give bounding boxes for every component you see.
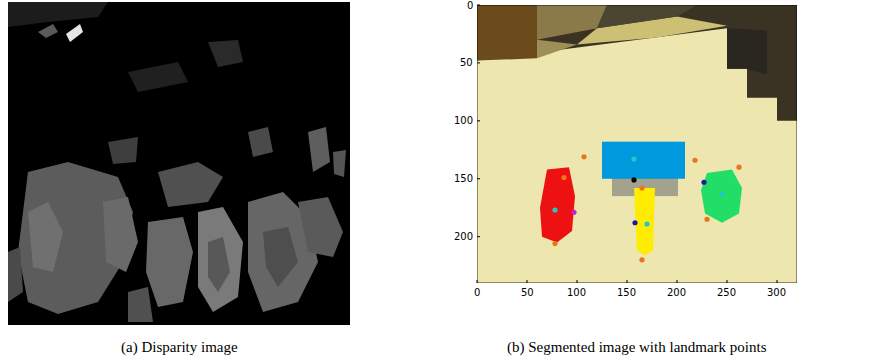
y-tick-label: 50	[460, 57, 473, 69]
tick-mark	[477, 5, 480, 6]
segmented-image	[477, 5, 797, 283]
x-tick-label: 150	[617, 287, 636, 299]
disparity-image	[8, 2, 350, 325]
tick-mark	[527, 280, 528, 283]
tick-mark	[777, 280, 778, 283]
tick-mark	[727, 280, 728, 283]
x-tick-label: 0	[474, 287, 480, 299]
tick-mark	[677, 280, 678, 283]
x-tick-label: 300	[767, 287, 786, 299]
tick-mark	[477, 178, 480, 179]
tick-mark	[577, 280, 578, 283]
x-tick-label: 100	[567, 287, 586, 299]
x-tick-label: 250	[717, 287, 736, 299]
tick-mark	[477, 280, 478, 283]
x-tick-label: 50	[521, 287, 534, 299]
y-tick-label: 200	[454, 231, 473, 243]
y-tick-label: 150	[454, 173, 473, 185]
y-tick-label: 100	[454, 115, 473, 127]
subfigure-caption: (a) Disparity image	[121, 338, 238, 356]
tick-mark	[477, 120, 480, 121]
subfigure-caption: (b) Segmented image with landmark points	[507, 338, 767, 356]
tick-mark	[627, 280, 628, 283]
x-tick-label: 200	[667, 287, 686, 299]
tick-mark	[477, 236, 480, 237]
y-tick-label: 0	[467, 0, 473, 12]
tick-mark	[477, 62, 480, 63]
